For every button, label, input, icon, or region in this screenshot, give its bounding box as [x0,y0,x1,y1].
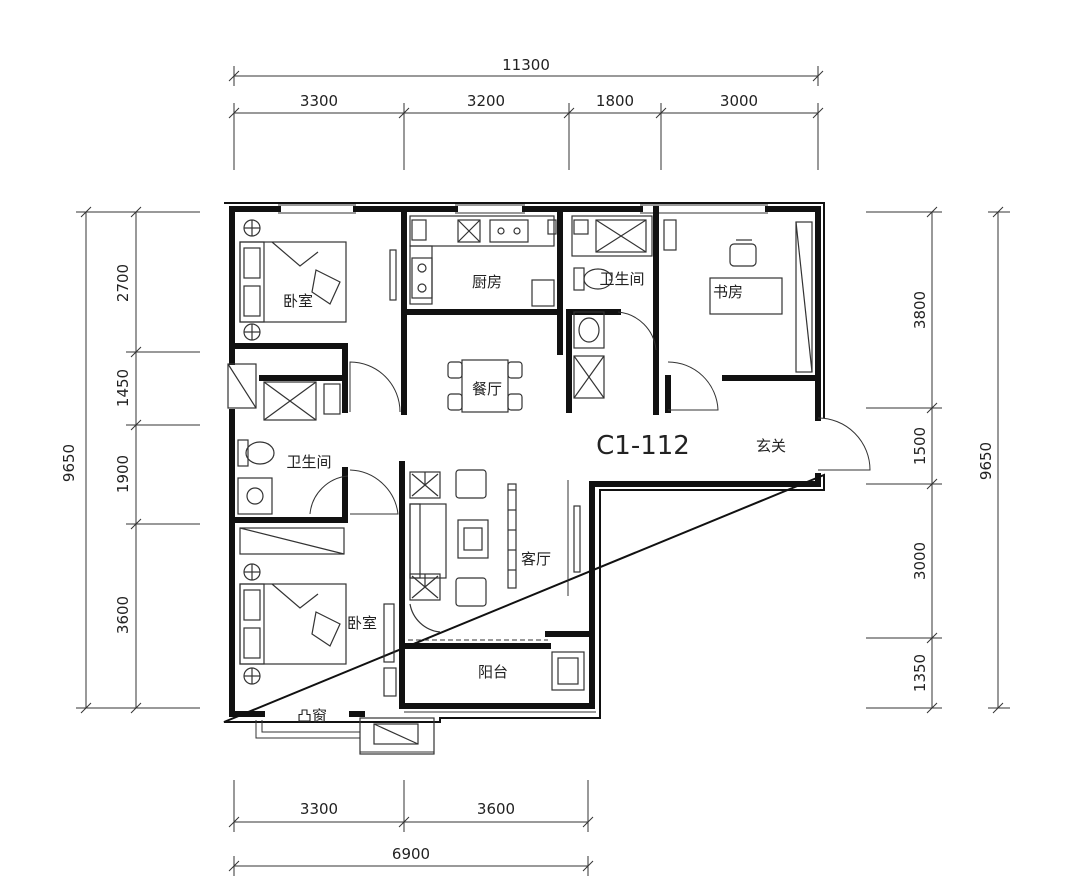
room-label-bedroom-top: 卧室 [283,292,313,310]
fixtures [227,215,813,755]
dim-right-2: 1500 [911,427,929,465]
plant-icon [409,471,441,499]
toilet-icon [573,267,585,291]
sink-icon [489,219,529,243]
room-label-dining: 餐厅 [472,380,502,398]
coffee-table-icon [457,519,489,559]
dim-right-4: 1350 [911,654,929,692]
bottom-dimensions: 3300 3600 6900 [228,780,594,876]
room-label-bedroom-bottom: 卧室 [347,614,377,632]
dim-left-total: 9650 [60,444,78,482]
room-label-bathroom-left: 卫生间 [286,453,331,471]
dining-table-icon [461,359,509,413]
dim-top-2: 3200 [467,92,505,110]
plant-icon-2 [409,573,441,601]
top-dimensions: 11300 3300 3200 1800 3000 [228,56,824,170]
dim-left-3: 1900 [114,455,132,493]
model-number: C1-112 [596,431,690,461]
room-labels: 卧室 厨房 卫生间 书房 餐厅 C1-112 玄关 卫生间 客厅 卧室 阳台 凸… [283,270,786,725]
dim-bottom-1: 3300 [300,800,338,818]
room-label-study: 书房 [713,283,743,301]
dim-left-1: 2700 [114,264,132,302]
dim-top-3: 1800 [596,92,634,110]
left-dimensions: 9650 2700 1450 1900 3600 [60,206,200,714]
dim-top-total: 11300 [502,56,550,74]
stove-icon [411,257,433,299]
dim-bottom-2: 3600 [477,800,515,818]
room-label-bathroom-top: 卫生间 [599,270,644,288]
dim-right-3: 3000 [911,542,929,580]
dim-right-1: 3800 [911,291,929,329]
desk-icon [709,277,783,315]
washer-icon [551,651,585,691]
room-label-living: 客厅 [521,550,551,568]
dim-right-total: 9650 [977,442,995,480]
bed-icon [239,241,347,323]
dim-top-1: 3300 [300,92,338,110]
sofa-icon [409,503,447,579]
right-dimensions: 3800 1500 3000 1350 9650 [866,206,1010,714]
room-label-entrance: 玄关 [756,437,786,455]
room-label-kitchen: 厨房 [472,273,502,291]
room-label-balcony: 阳台 [478,663,508,681]
doors [309,311,871,515]
tv-icon [573,505,581,573]
dim-bottom-total: 6900 [392,845,430,863]
chair-icon [729,243,757,267]
dim-top-4: 3000 [720,92,758,110]
dim-left-4: 3600 [114,596,132,634]
dim-left-2: 1450 [114,369,132,407]
ac-unit-icon [359,717,435,755]
room-label-bay-window: 凸窗 [297,707,327,725]
